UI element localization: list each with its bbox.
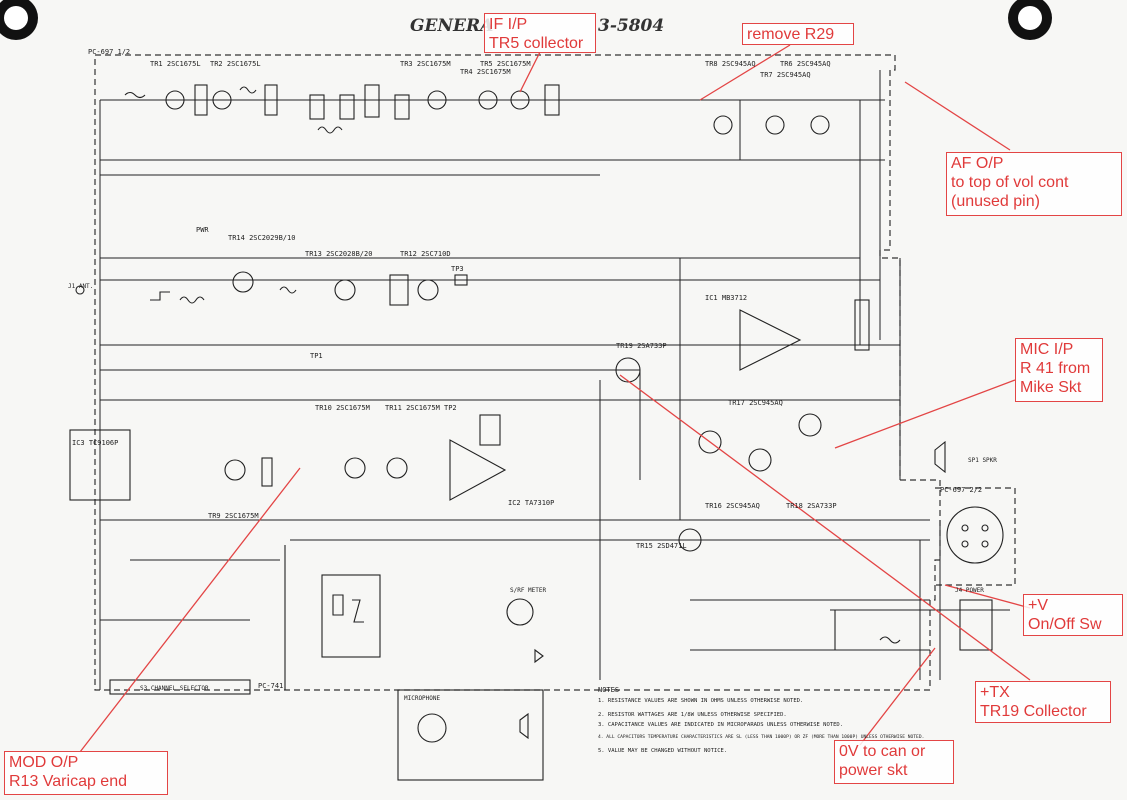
label-tp1: TP1 [310,352,323,360]
note-2: 2. RESISTOR WATTAGES ARE 1/8W UNLESS OTH… [598,712,787,718]
label-ant: J1 ANT. [68,283,93,290]
wiring [99,70,1010,690]
audio-section [506,299,1004,664]
label-tr10: TR10 2SC1675M [315,404,370,412]
annotation-line: (unused pin) [951,193,1040,210]
annotation-line: 0V to can or [839,743,926,760]
annotation-mic-input: MIC I/P R 41 from Mike Skt [1015,338,1103,402]
label-tr18: TR18 2SA733P [786,502,837,510]
label-ic3: IC3 TC9106P [72,439,118,447]
label-tr2: TR2 2SC1675L [210,60,261,68]
annotation-line: MIC I/P [1020,341,1074,358]
label-power: J4 POWER [955,587,984,594]
label-channel-selector: S3 CHANNEL SELECTOR [140,685,209,692]
annotation-line: MOD O/P [9,754,79,771]
annotation-line: R13 Varicap end [9,773,127,790]
punch-holes [0,0,1052,40]
annotation-line: Mike Skt [1020,379,1082,396]
note-5: 5. VALUE MAY BE CHANGED WITHOUT NOTICE. [598,748,727,754]
annotation-line: On/Off Sw [1028,616,1102,633]
label-pwr: PWR [196,226,209,234]
annotation-line: IF I/P [489,16,528,33]
label-tr4: TR4 2SC1675M [460,68,511,76]
board-ref-1: PC-697 1/2 [88,48,130,56]
annotation-ground: 0V to can or power skt [834,740,954,784]
annotation-af-output: AF O/P to top of vol cont (unused pin) [946,152,1122,216]
label-tr15: TR15 2SD471L [636,542,687,550]
header-title: GENERA [410,16,494,36]
channel-display [109,545,381,695]
label-tr3: TR3 2SC1675M [400,60,451,68]
annotation-line: +TX [980,684,1010,701]
label-tp3: TP3 [451,265,464,273]
annotation-remove-r29: remove R29 [742,23,854,45]
board-ref-2: PC-697 2/2 [940,486,982,494]
label-tr5: TR5 2SC1675M [480,60,531,68]
annotation-line: power skt [839,762,908,779]
note-4: 4. ALL CAPACITORS TEMPERATURE CHARACTERI… [598,734,924,740]
annotation-line: TR5 collector [489,35,584,52]
note-1: 1. RESISTANCE VALUES ARE SHOWN IN OHMS U… [598,698,803,704]
label-tp2: TP2 [444,404,457,412]
label-ic1: IC1 MB3712 [705,294,747,302]
annotation-mod-output: MOD O/P R13 Varicap end [4,751,168,795]
label-tr13: TR13 2SC2028B/20 [305,250,372,258]
label-spkr: SP1 SPKR [968,457,997,464]
annotation-v-plus: +V On/Off Sw [1023,594,1123,636]
board-outline [94,54,1016,691]
annotation-leaders [79,44,1031,753]
label-tr7: TR7 2SC945AQ [760,71,811,79]
annotation-line: AF O/P [951,155,1004,172]
annotation-tx: +TX TR19 Collector [975,681,1111,723]
schematic-labels: PC-697 1/2 PC-697 2/2 PC-741 TR1 2SC1675… [68,48,997,754]
header-model: 3-5804 [598,16,665,36]
tx-section [75,271,468,306]
label-microphone: MICROPHONE [404,695,441,702]
label-tr19: TR19 2SA733P [616,342,667,350]
power-section [834,599,993,651]
label-tr12: TR12 2SC710D [400,250,451,258]
label-tr11: TR11 2SC1675M [385,404,440,412]
label-tr1: TR1 2SC1675L [150,60,201,68]
label-tr14: TR14 2SC2029B/10 [228,234,295,242]
notes-title: NOTES [598,686,619,694]
annotation-line: +V [1028,597,1049,614]
annotation-line: R 41 from [1020,360,1091,377]
annotation-line: to top of vol cont [951,174,1069,191]
label-tr8: TR8 2SC945AQ [705,60,756,68]
rf-section [124,84,830,135]
annotation-if-input: IF I/P TR5 collector [484,13,596,53]
label-tr17: TR17 2SC945AQ [728,399,783,407]
pll-section [69,357,641,501]
label-s-meter: S/RF METER [510,587,547,594]
annotation-line: remove R29 [747,26,835,43]
label-ic2: IC2 TA7310P [508,499,554,507]
label-tr6: TR6 2SC945AQ [780,60,831,68]
annotation-line: TR19 Collector [980,703,1087,720]
mic-connector [397,689,544,781]
board-ref-3: PC-741 [258,682,283,690]
label-tr16: TR16 2SC945AQ [705,502,760,510]
label-tr9: TR9 2SC1675M [208,512,259,520]
note-3: 3. CAPACITANCE VALUES ARE INDICATED IN M… [598,722,843,728]
